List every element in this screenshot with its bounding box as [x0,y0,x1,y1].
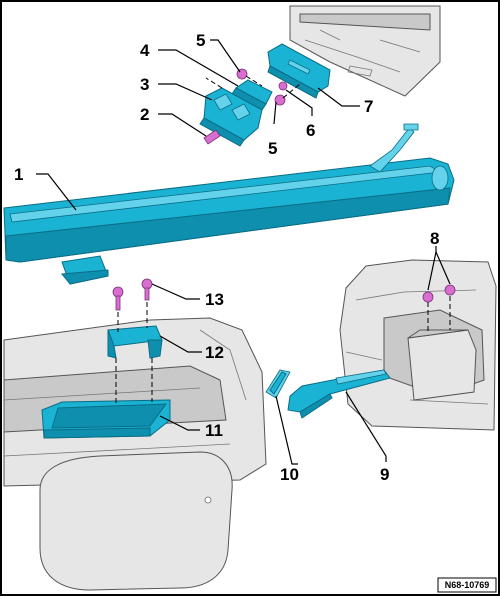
assembly-lines-8 [427,296,451,334]
tray-11 [41,399,171,439]
rail-1 [3,123,455,285]
cushion-cover [39,451,233,591]
callout-12: 12 [205,343,224,362]
callout-10: 10 [280,465,299,484]
assembly-lines-top [205,75,301,99]
arm-9 [287,369,391,419]
screws-13 [112,278,153,311]
assembly-lines-left [115,302,153,404]
callout-11: 11 [205,421,223,440]
callout-3: 3 [140,75,149,94]
reference-code: N68-10769 [445,580,490,590]
callout-9: 9 [380,465,389,484]
leader-lines [36,39,451,465]
holder-3 [199,87,263,147]
reference-code-box: N68-10769 [437,577,497,593]
callout-7: 7 [364,97,373,116]
ring-10 [265,369,291,399]
callout-4: 4 [140,41,150,60]
callout-5-top: 5 [196,31,205,50]
callout-2: 2 [140,105,149,124]
callout-13: 13 [205,290,224,309]
callout-1: 1 [14,165,23,184]
callout-5-bottom: 5 [268,139,277,158]
screws-8 [422,284,456,303]
bracket-7 [267,43,331,99]
bracket-12 [107,325,163,359]
screws-top [203,68,288,145]
callout-labels: 1 2 3 4 5 5 6 7 8 9 10 11 12 13 [14,31,439,484]
bracket-right-housing [407,329,477,401]
callout-8: 8 [430,229,439,248]
body-panel-top-right [289,5,441,97]
callout-6: 6 [306,121,315,140]
